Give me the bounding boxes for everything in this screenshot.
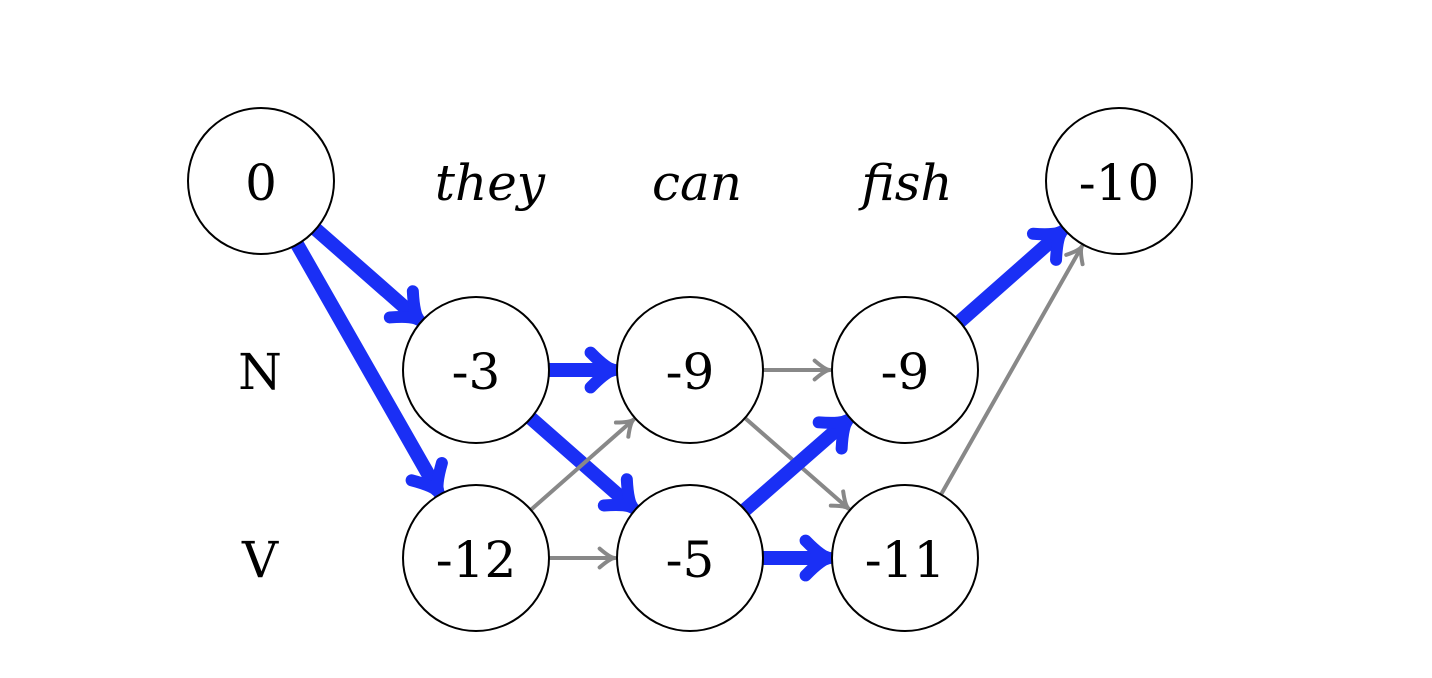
edge-can-n-to-fish-n	[761, 358, 832, 382]
edge-they-v-to-can-n	[528, 417, 636, 512]
edge-start-to-they-n-best	[308, 222, 426, 327]
node-they-v-value: -12	[436, 531, 517, 589]
edge-shaft	[737, 415, 853, 517]
node-they-v: -12	[402, 484, 550, 632]
node-can-v: -5	[616, 484, 764, 632]
node-start-value: 0	[245, 154, 277, 212]
arrowhead	[584, 346, 621, 394]
node-they-n-value: -3	[452, 343, 501, 401]
edge-fish-n-to-end-best	[952, 224, 1069, 329]
edge-start-to-they-v-best	[290, 237, 448, 499]
edge-they-n-to-can-v-best	[523, 411, 640, 515]
node-fish-n-value: -9	[881, 343, 930, 401]
tag-label-n: N	[238, 343, 282, 401]
node-start: 0	[187, 107, 335, 255]
arrowhead	[383, 285, 426, 327]
arrowhead	[1026, 224, 1069, 266]
arrowhead	[812, 358, 832, 382]
edge-can-v-to-fish-n-best	[737, 413, 855, 517]
edge-shaft	[308, 222, 424, 325]
edge-shaft	[290, 237, 444, 497]
tag-label-v: V	[241, 531, 279, 589]
arrowhead	[405, 457, 448, 499]
node-fish-v-value: -11	[865, 531, 946, 589]
arrowhead	[597, 546, 617, 570]
arrowhead	[828, 489, 851, 511]
edge-shaft	[952, 226, 1067, 329]
edge-they-v-to-can-v	[547, 546, 617, 570]
word-label-they: they	[435, 154, 546, 212]
edges-layer	[290, 222, 1085, 582]
node-they-n: -3	[402, 296, 550, 444]
edge-shaft	[523, 411, 638, 513]
node-can-n: -9	[616, 296, 764, 444]
edge-shaft	[939, 245, 1084, 497]
edge-fish-v-to-end	[939, 244, 1085, 497]
node-can-v-value: -5	[666, 531, 715, 589]
edge-they-n-to-can-n-best	[542, 346, 621, 394]
node-can-n-value: -9	[666, 343, 715, 401]
word-label-fish: fish	[857, 154, 952, 212]
arrowhead	[1064, 244, 1085, 267]
arrowhead	[597, 473, 640, 515]
arrowhead	[799, 534, 836, 582]
arrowhead	[812, 413, 855, 455]
node-end: -10	[1045, 107, 1193, 255]
word-label-can: can	[652, 154, 742, 212]
edge-can-v-to-fish-v-best	[756, 534, 836, 582]
node-fish-v: -11	[831, 484, 979, 632]
arrowhead	[613, 417, 636, 439]
node-fish-n: -9	[831, 296, 979, 444]
node-end-value: -10	[1079, 154, 1160, 212]
edge-shaft	[528, 418, 635, 512]
